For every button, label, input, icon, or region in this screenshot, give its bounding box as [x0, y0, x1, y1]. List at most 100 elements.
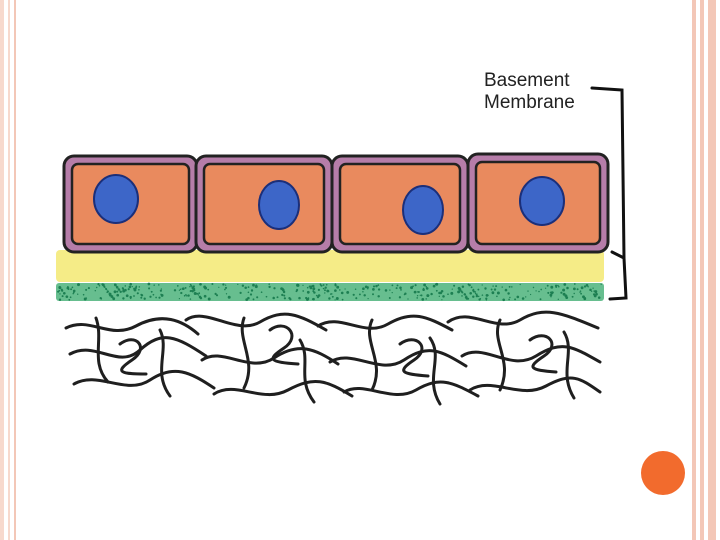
epithelial-cell	[332, 156, 468, 252]
lamina-densa-speck	[469, 292, 472, 295]
lamina-densa-speck	[592, 288, 593, 289]
lamina-densa-speck	[496, 295, 498, 297]
lamina-densa-speck	[507, 292, 509, 294]
lamina-densa-speck	[124, 289, 127, 292]
lamina-densa-speck	[83, 294, 85, 296]
lamina-densa-speck	[72, 293, 73, 294]
lamina-densa-speck	[191, 290, 193, 292]
lamina-densa-speck	[389, 297, 391, 299]
lamina-densa-speck	[373, 285, 375, 287]
lamina-densa-speck	[225, 287, 227, 289]
lamina-densa-speck	[530, 294, 531, 295]
lamina-densa-speck	[326, 284, 328, 286]
lamina-densa-speck	[464, 293, 466, 295]
lamina-densa-speck	[362, 291, 364, 293]
lamina-densa-speck	[318, 294, 321, 297]
lamina-densa-speck	[122, 297, 124, 299]
lamina-densa-speck	[130, 297, 132, 299]
nucleus	[94, 175, 138, 223]
lamina-densa-speck	[324, 292, 325, 293]
lamina-densa-speck	[482, 284, 483, 285]
lamina-densa-speck	[318, 289, 320, 291]
lamina-densa-speck	[155, 297, 157, 299]
lamina-densa-speck	[502, 298, 505, 301]
lamina-densa-speck	[334, 299, 335, 300]
lamina-densa-speck	[268, 286, 270, 288]
lamina-densa-speck	[73, 290, 76, 293]
lamina-densa-speck	[97, 283, 99, 285]
lamina-densa-speck	[367, 288, 368, 289]
lamina-densa-speck	[128, 288, 130, 290]
lamina-densa-speck	[116, 291, 118, 293]
lamina-densa-speck	[514, 298, 516, 300]
lamina-densa-speck	[359, 293, 361, 295]
lamina-densa-speck	[180, 292, 182, 294]
lamina-densa-speck	[475, 293, 476, 294]
lamina-densa-speck	[336, 297, 339, 300]
lamina-densa-speck	[252, 284, 255, 287]
lamina-densa-speck	[562, 289, 565, 292]
lamina-densa-speck	[158, 284, 160, 286]
lamina-densa-speck	[365, 286, 368, 289]
lamina-densa-speck	[187, 294, 189, 296]
lamina-densa-speck	[426, 294, 429, 297]
lamina-densa-speck	[242, 284, 244, 286]
lamina-densa-speck	[289, 298, 291, 300]
lamina-densa-speck	[436, 290, 438, 292]
lamina-densa-speck	[138, 289, 140, 291]
lamina-densa-speck	[72, 287, 74, 289]
lamina-densa-speck	[441, 299, 442, 300]
lamina-densa-speck	[140, 297, 142, 299]
lamina-densa-speck	[328, 297, 330, 299]
lamina-densa-speck	[215, 293, 217, 295]
lamina-densa-speck	[585, 297, 586, 298]
lamina-densa-speck	[116, 294, 119, 297]
lamina-densa-speck	[312, 287, 315, 290]
lamina-densa-speck	[392, 292, 393, 293]
lamina-densa-speck	[114, 290, 117, 293]
lamina-densa-speck	[68, 299, 70, 301]
lamina-densa-speck	[509, 297, 510, 298]
lamina-densa-speck	[228, 296, 231, 299]
lamina-densa-speck	[508, 299, 510, 301]
lamina-densa-speck	[88, 287, 90, 289]
lamina-densa-speck	[133, 295, 135, 297]
lamina-densa-speck	[421, 298, 424, 301]
lamina-densa-speck	[174, 289, 176, 291]
lamina-densa-speck	[566, 287, 569, 290]
lamina-densa-speck	[208, 298, 211, 301]
lamina-densa-speck	[194, 292, 197, 295]
lamina-densa-speck	[198, 294, 199, 295]
lamina-densa-speck	[58, 290, 60, 292]
lamina-densa-speck	[261, 291, 263, 293]
lamina-densa-speck	[564, 294, 567, 297]
lamina-densa-speck	[492, 285, 493, 286]
lamina-densa-speck	[550, 294, 553, 297]
lamina-densa-speck	[573, 288, 576, 291]
lamina-densa-speck	[58, 286, 61, 289]
lamina-densa-speck	[132, 286, 133, 287]
lamina-densa-speck	[253, 298, 255, 300]
lamina-densa-speck	[535, 290, 536, 291]
nucleus	[520, 177, 564, 225]
lamina-densa-speck	[484, 287, 486, 289]
lamina-densa-speck	[511, 286, 513, 288]
lamina-densa-speck	[256, 296, 258, 298]
lamina-densa-speck	[492, 291, 495, 294]
lamina-densa-speck	[547, 292, 549, 294]
lamina-densa-speck	[581, 286, 584, 289]
lamina-densa-speck	[426, 287, 429, 290]
lamina-densa-speck	[495, 285, 497, 287]
lamina-densa-speck	[527, 290, 528, 291]
lamina-densa-speck	[313, 291, 315, 293]
lamina-densa-speck	[248, 286, 250, 288]
lamina-densa-speck	[547, 285, 549, 287]
lamina-densa-speck	[421, 294, 423, 296]
lamina-densa-speck	[179, 298, 180, 299]
lamina-densa-speck	[538, 291, 540, 293]
lamina-densa-speck	[346, 291, 349, 294]
lamina-densa-speck	[560, 292, 562, 294]
lamina-densa-speck	[129, 283, 132, 286]
lamina-densa-speck	[363, 294, 365, 296]
